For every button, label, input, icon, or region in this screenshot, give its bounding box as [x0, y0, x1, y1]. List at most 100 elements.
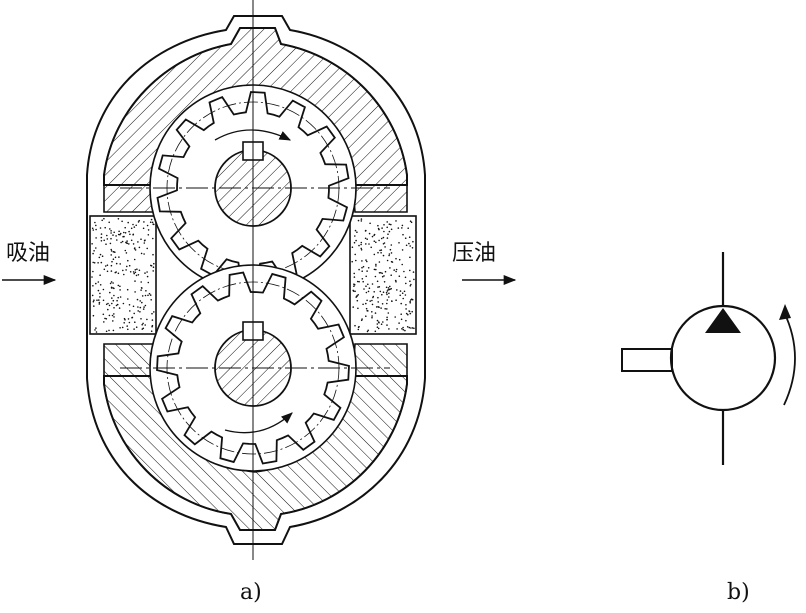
- oil-dot: [388, 230, 391, 233]
- oil-dot: [386, 324, 388, 326]
- oil-dot: [113, 251, 115, 253]
- oil-dot: [398, 258, 401, 261]
- oil-dot: [384, 246, 386, 248]
- oil-dot: [95, 237, 97, 239]
- oil-dot: [109, 228, 111, 230]
- oil-dot: [133, 258, 136, 261]
- oil-dot: [111, 302, 113, 305]
- oil-dot: [128, 230, 130, 233]
- oil-dot: [405, 308, 407, 310]
- oil-dot: [386, 318, 388, 321]
- oil-dot: [108, 314, 111, 317]
- oil-dot: [126, 325, 128, 327]
- oil-dot: [380, 271, 382, 274]
- oil-dot: [125, 252, 128, 254]
- oil-dot: [406, 326, 409, 328]
- oil-dot: [388, 253, 391, 255]
- oil-dot: [112, 329, 115, 332]
- oil-dot: [412, 240, 414, 243]
- oil-dot: [413, 278, 415, 281]
- oil-dot: [92, 229, 95, 231]
- oil-dot: [409, 256, 411, 259]
- oil-dot: [111, 260, 113, 263]
- oil-dot: [356, 280, 359, 283]
- oil-dot: [383, 281, 386, 283]
- oil-dot: [390, 287, 393, 290]
- oil-dot: [361, 270, 364, 273]
- oil-dot: [382, 254, 385, 257]
- oil-dot: [381, 275, 384, 278]
- oil-dot: [110, 230, 112, 232]
- oil-dot: [99, 284, 102, 286]
- oil-dot: [100, 240, 103, 242]
- oil-dot: [377, 306, 380, 308]
- oil-dot: [149, 221, 152, 223]
- inlet-chamber: [89, 215, 157, 335]
- oil-dot: [119, 327, 121, 329]
- oil-dot: [353, 285, 355, 288]
- oil-dot: [134, 271, 137, 274]
- oil-dot: [144, 272, 146, 274]
- oil-dot: [377, 227, 380, 230]
- oil-dot: [143, 221, 145, 223]
- oil-dot: [409, 302, 412, 304]
- oil-dot: [92, 261, 94, 264]
- oil-dot: [103, 268, 106, 271]
- oil-dot: [394, 279, 397, 282]
- oil-dot: [107, 308, 109, 311]
- upper-rotation-arrow: [214, 129, 292, 141]
- oil-dot: [93, 305, 95, 307]
- oil-dot: [381, 227, 383, 229]
- oil-dot: [386, 293, 388, 296]
- oil-dot: [404, 294, 407, 296]
- oil-dot: [360, 249, 363, 251]
- oil-dot: [365, 291, 368, 294]
- oil-dot: [99, 296, 101, 298]
- oil-dot: [353, 272, 356, 275]
- oil-dot: [398, 275, 401, 278]
- oil-dot: [153, 311, 155, 313]
- oil-dot: [356, 231, 358, 233]
- oil-dot: [124, 226, 126, 229]
- oil-dot: [132, 243, 135, 245]
- oil-dot: [104, 317, 106, 320]
- oil-dot: [94, 221, 96, 224]
- oil-dot: [388, 328, 390, 330]
- oil-dot: [101, 219, 103, 222]
- oil-dot: [138, 269, 141, 272]
- oil-dot: [117, 284, 120, 287]
- oil-dot: [134, 321, 136, 324]
- oil-dot: [133, 226, 136, 228]
- oil-dot: [375, 306, 378, 308]
- outlet-chamber: [349, 215, 417, 335]
- oil-dot: [371, 311, 373, 313]
- oil-dot: [371, 315, 373, 317]
- oil-dot: [118, 230, 120, 233]
- oil-dot: [374, 275, 377, 278]
- oil-dot: [124, 249, 127, 252]
- oil-dot: [146, 271, 148, 273]
- oil-dot: [369, 222, 371, 225]
- oil-dot: [352, 289, 355, 292]
- oil-dot: [361, 278, 364, 280]
- oil-dot: [110, 264, 113, 267]
- oil-dot: [109, 291, 111, 294]
- oil-dot: [356, 299, 359, 302]
- oil-dot: [386, 316, 388, 319]
- oil-dot: [117, 233, 120, 236]
- oil-dot: [395, 268, 398, 271]
- oil-dot: [376, 319, 379, 322]
- oil-dot: [95, 247, 97, 249]
- oil-dot: [401, 263, 404, 266]
- oil-dot: [135, 274, 138, 277]
- oil-dot: [116, 303, 119, 306]
- oil-dot: [402, 326, 404, 329]
- oil-dot: [413, 327, 415, 330]
- oil-dot: [127, 221, 129, 224]
- oil-dot: [142, 227, 145, 230]
- oil-chambers: [89, 215, 417, 335]
- oil-dot: [120, 241, 122, 244]
- oil-dot: [105, 303, 108, 306]
- oil-dot: [408, 310, 410, 312]
- oil-dot: [354, 324, 356, 327]
